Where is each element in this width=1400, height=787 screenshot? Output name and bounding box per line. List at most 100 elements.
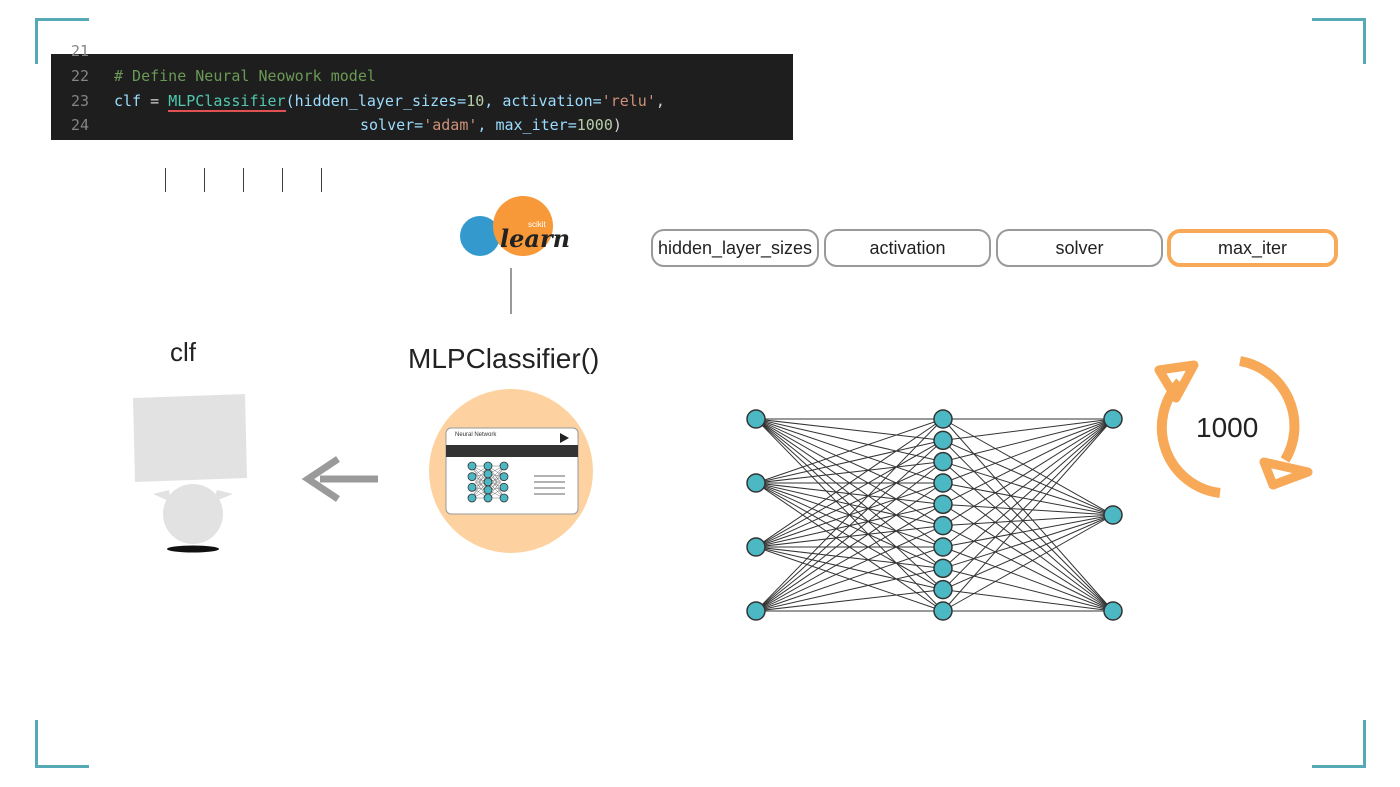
line-number: 21 xyxy=(70,42,89,60)
code-class-name: MLPClassifier xyxy=(168,92,286,112)
network-node-layer-2 xyxy=(933,601,953,621)
code-number: 10 xyxy=(466,92,485,110)
network-edge xyxy=(942,418,1114,484)
network-node-layer-3 xyxy=(1103,409,1123,429)
network-edge xyxy=(471,465,489,488)
network-edge xyxy=(755,418,944,612)
network-edge xyxy=(487,465,505,488)
code-snippet: 21 22 23 24 # Define Neural Neowork mode… xyxy=(51,42,793,192)
network-node-layer-2 xyxy=(933,537,953,557)
network-edge xyxy=(942,461,1114,612)
indent-guide xyxy=(243,168,244,192)
network-node-layer-1 xyxy=(746,473,766,493)
network-edge xyxy=(942,589,1114,612)
code-operator: = xyxy=(141,92,169,110)
indent-guide xyxy=(321,168,322,192)
network-edge xyxy=(755,418,944,484)
card-title: Neural Network xyxy=(455,432,497,438)
cycle-icon xyxy=(1154,356,1313,498)
network-node-layer-2 xyxy=(933,409,953,429)
param-activation[interactable]: activation xyxy=(824,229,991,267)
scikit-learn-logo xyxy=(460,196,553,256)
neural-network-card-icon xyxy=(429,389,593,553)
network-edge xyxy=(942,461,1114,516)
network-edge xyxy=(755,503,944,612)
network-edge xyxy=(942,482,1114,612)
network-node-layer-2 xyxy=(933,473,953,493)
network-edge xyxy=(942,418,1114,463)
network-edge xyxy=(487,476,505,499)
network-node-layer-3 xyxy=(1103,601,1123,621)
network-edge xyxy=(942,418,1114,516)
line-number: 24 xyxy=(70,116,89,134)
network-edge xyxy=(755,589,944,612)
robot-icon xyxy=(133,394,247,553)
network-edge xyxy=(942,514,1114,569)
network-edge xyxy=(755,461,944,612)
network-node-layer-1 xyxy=(746,537,766,557)
network-node-layer-3 xyxy=(499,482,509,492)
code-punctuation: , xyxy=(655,92,665,110)
network-edge xyxy=(942,514,1114,591)
code-args: solver= xyxy=(360,116,424,134)
network-edge xyxy=(942,418,1114,441)
network-edge xyxy=(942,418,1114,527)
network-node-layer-3 xyxy=(499,493,509,503)
code-line-24: solver='adam', max_iter=1000) xyxy=(360,116,622,134)
network-node-layer-3 xyxy=(499,472,509,482)
logo-scikit-text: scikit xyxy=(528,220,546,229)
network-node-layer-1 xyxy=(746,409,766,429)
network-edge xyxy=(755,418,944,441)
corner-bracket-bottom-right xyxy=(1312,720,1366,768)
network-edge xyxy=(755,439,944,484)
param-max-iter[interactable]: max_iter xyxy=(1167,229,1338,267)
code-args: , max_iter= xyxy=(477,116,577,134)
param-hidden-layer-sizes[interactable]: hidden_layer_sizes xyxy=(651,229,819,267)
network-node-layer-2 xyxy=(933,451,953,472)
network-edge xyxy=(942,439,1114,612)
network-edge xyxy=(942,567,1114,612)
network-edge xyxy=(755,482,944,612)
iterations-value: 1000 xyxy=(1196,412,1259,443)
network-node-layer-2 xyxy=(933,579,953,600)
indent-guide xyxy=(204,168,205,192)
network-node-layer-3 xyxy=(499,461,509,471)
network-edge xyxy=(471,476,489,499)
logo-orange-circle xyxy=(493,196,553,256)
network-node-layer-2 xyxy=(933,515,953,536)
code-string: 'relu' xyxy=(601,92,656,110)
network-edge xyxy=(942,503,1114,612)
code-line-23: clf = MLPClassifier(hidden_layer_sizes=1… xyxy=(114,92,665,112)
network-edge xyxy=(942,439,1114,516)
network-node-layer-2 xyxy=(483,461,493,471)
code-string: 'adam' xyxy=(423,116,478,134)
param-solver[interactable]: solver xyxy=(996,229,1163,267)
code-comment: # Define Neural Neowork model xyxy=(114,67,376,85)
code-line-22: # Define Neural Neowork model xyxy=(114,67,376,85)
network-node-layer-3 xyxy=(1103,505,1123,525)
network-edge xyxy=(942,503,1114,516)
network-node-layer-2 xyxy=(483,469,493,479)
code-args: , activation= xyxy=(484,92,602,110)
network-edge xyxy=(755,567,944,612)
logo-blue-circle xyxy=(460,216,500,256)
line-number: 23 xyxy=(70,92,89,110)
network-edge xyxy=(942,514,1114,548)
classifier-label: MLPClassifier() xyxy=(408,343,600,374)
corner-bracket-bottom-left xyxy=(35,720,89,768)
network-edge xyxy=(755,525,944,612)
indent-guide xyxy=(282,168,283,192)
network-node-layer-2 xyxy=(483,493,493,503)
network-edge xyxy=(755,546,944,612)
network-edge xyxy=(487,465,505,491)
network-edge xyxy=(755,418,944,548)
network-node-layer-2 xyxy=(933,494,953,515)
network-edge xyxy=(942,546,1114,612)
network-node-layer-2 xyxy=(933,558,953,579)
network-edge xyxy=(471,465,489,491)
clf-label: clf xyxy=(170,337,196,367)
logo-connector-line xyxy=(510,268,512,314)
network-edge xyxy=(942,418,1114,505)
network-edge xyxy=(942,525,1114,612)
code-punctuation: ) xyxy=(612,116,622,134)
